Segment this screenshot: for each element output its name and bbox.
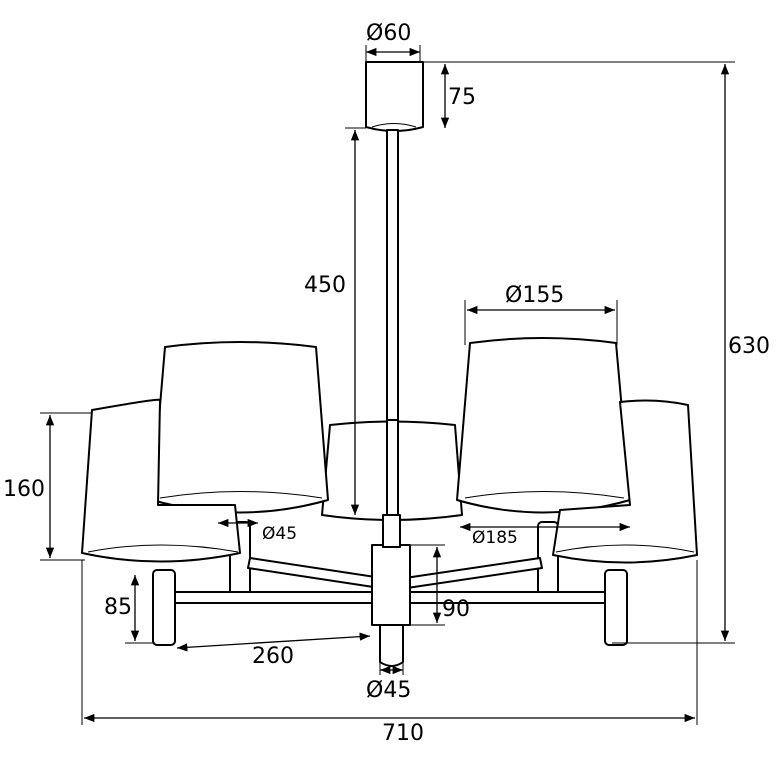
label-shade-bottom-diameter: Ø185	[472, 528, 518, 548]
label-arm-length: 260	[252, 644, 294, 669]
label-total-height: 630	[728, 334, 770, 359]
shade-back-right	[456, 337, 631, 514]
shade-front-left	[81, 398, 241, 563]
label-canopy-height: 75	[448, 85, 476, 110]
candle-front-left	[152, 569, 176, 646]
label-hub-height: 90	[442, 597, 470, 622]
dimension-lines	[45, 47, 730, 723]
label-total-width: 710	[382, 721, 424, 746]
canopy	[365, 61, 424, 132]
hub	[371, 514, 411, 667]
label-shade-top-diameter: Ø155	[505, 283, 564, 308]
label-rod-length: 450	[304, 273, 346, 298]
extension-lines	[40, 45, 735, 725]
shade-front-right	[552, 399, 698, 564]
label-canopy-diameter: Ø60	[366, 21, 411, 46]
label-shade-height: 160	[3, 477, 45, 502]
label-candle-diameter: Ø45	[262, 524, 297, 544]
rod-front	[386, 419, 399, 521]
shade-back-left	[151, 341, 329, 514]
label-candle-height: 85	[104, 595, 132, 620]
candle-front-right	[604, 569, 628, 646]
label-hub-diameter: Ø45	[366, 678, 411, 703]
